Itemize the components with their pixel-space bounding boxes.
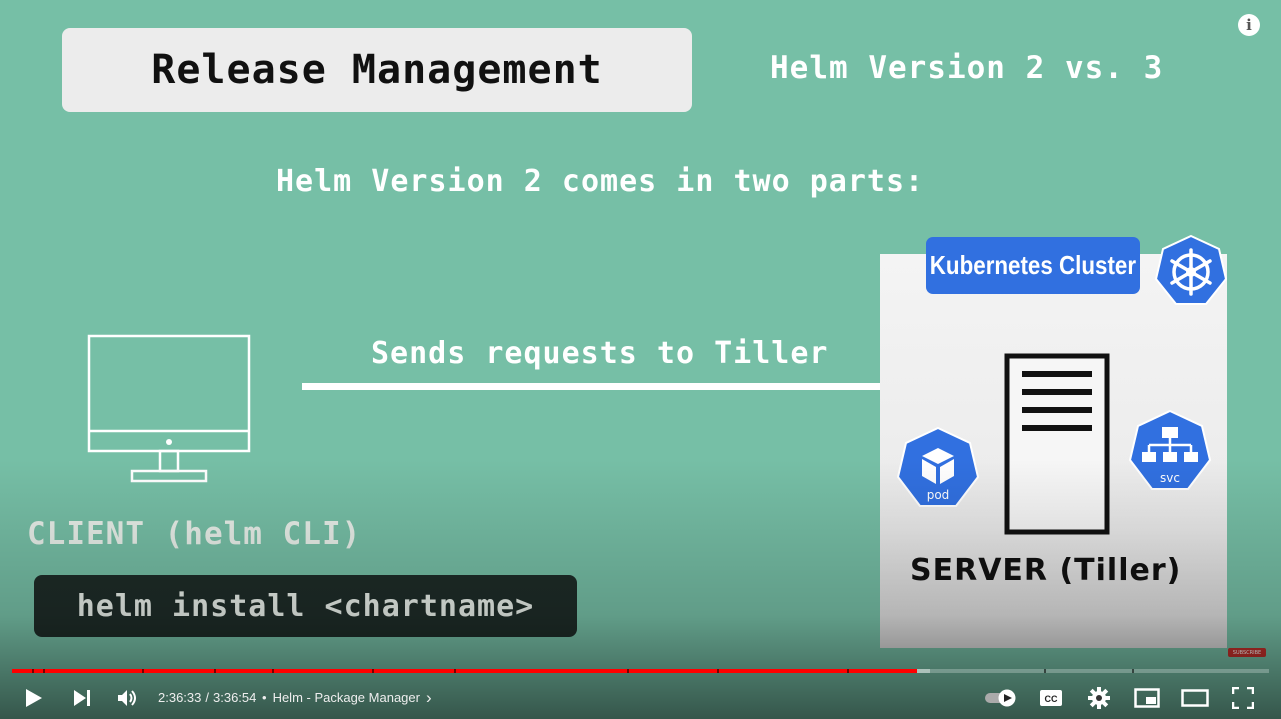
- arrow-right-icon: [302, 377, 910, 396]
- autoplay-toggle[interactable]: [980, 676, 1022, 719]
- monitor-icon: [87, 334, 251, 483]
- chapter-marker: [1044, 669, 1046, 673]
- chapter-dot: •: [262, 690, 267, 705]
- chapter-marker: [847, 669, 849, 673]
- slide-title: Release Management: [151, 47, 603, 93]
- chapter-marker: [1132, 669, 1134, 673]
- chapter-marker: [717, 669, 719, 673]
- chapter-marker: [43, 669, 45, 673]
- chapter-button[interactable]: • Helm - Package Manager ›: [262, 676, 432, 719]
- time-separator: /: [205, 690, 209, 705]
- play-button[interactable]: [14, 676, 54, 719]
- volume-button[interactable]: [108, 676, 148, 719]
- chapter-marker: [627, 669, 629, 673]
- server-icon: [1004, 353, 1110, 535]
- current-time: 2:36:33: [158, 690, 202, 705]
- theater-mode-button[interactable]: [1174, 676, 1216, 719]
- cluster-badge: Kubernetes Cluster: [926, 237, 1140, 294]
- chevron-right-icon: ›: [425, 687, 432, 707]
- duration: 3:36:54: [213, 690, 257, 705]
- progress-played: [12, 669, 918, 673]
- gear-icon: [1088, 686, 1110, 709]
- miniplayer-button[interactable]: [1126, 676, 1168, 719]
- client-label: CLIENT (helm CLI): [27, 516, 362, 552]
- fullscreen-button[interactable]: [1222, 676, 1264, 719]
- next-icon: [74, 689, 90, 706]
- progress-bar[interactable]: [12, 669, 1269, 673]
- chapter-marker: [142, 669, 144, 673]
- svg-text:CC: CC: [1045, 694, 1058, 704]
- chapter-title: Helm - Package Manager: [272, 690, 420, 705]
- info-icon[interactable]: i: [1238, 14, 1260, 36]
- arrow-label: Sends requests to Tiller: [371, 336, 829, 371]
- command-text: helm install <chartname>: [76, 588, 535, 624]
- chapter-marker: [272, 669, 274, 673]
- autoplay-toggle-icon: [985, 689, 1016, 706]
- cluster-label: Kubernetes Cluster: [929, 250, 1137, 280]
- miniplayer-icon: [1134, 687, 1160, 708]
- slide-title-box: Release Management: [62, 28, 692, 112]
- chapter-marker: [372, 669, 374, 673]
- slide-subtitle: Helm Version 2 vs. 3: [770, 50, 1164, 86]
- command-box: helm install <chartname>: [34, 575, 577, 637]
- pod-label: pod: [927, 488, 950, 502]
- next-button[interactable]: [62, 676, 102, 719]
- svc-label: svc: [1160, 471, 1180, 485]
- chapter-marker: [32, 669, 34, 673]
- volume-icon: [118, 689, 136, 706]
- server-label: SERVER (Tiller): [910, 553, 1182, 588]
- chapter-marker: [454, 669, 456, 673]
- captions-button[interactable]: CC: [1030, 676, 1072, 719]
- captions-icon: CC: [1040, 689, 1062, 706]
- subscribe-watermark[interactable]: SUBSCRIBE: [1228, 648, 1266, 657]
- pod-icon: pod: [896, 426, 980, 507]
- fullscreen-icon: [1232, 686, 1254, 709]
- slide-heading: Helm Version 2 comes in two parts:: [276, 164, 925, 199]
- service-icon: svc: [1128, 409, 1212, 490]
- settings-button[interactable]: [1078, 676, 1120, 719]
- play-icon: [26, 688, 42, 707]
- kubernetes-wheel-icon: [1154, 234, 1228, 305]
- chapter-marker: [214, 669, 216, 673]
- time-display: 2:36:33 / 3:36:54: [158, 676, 256, 719]
- theater-icon: [1181, 688, 1209, 707]
- player-controls: 2:36:33 / 3:36:54 • Helm - Package Manag…: [0, 676, 1281, 719]
